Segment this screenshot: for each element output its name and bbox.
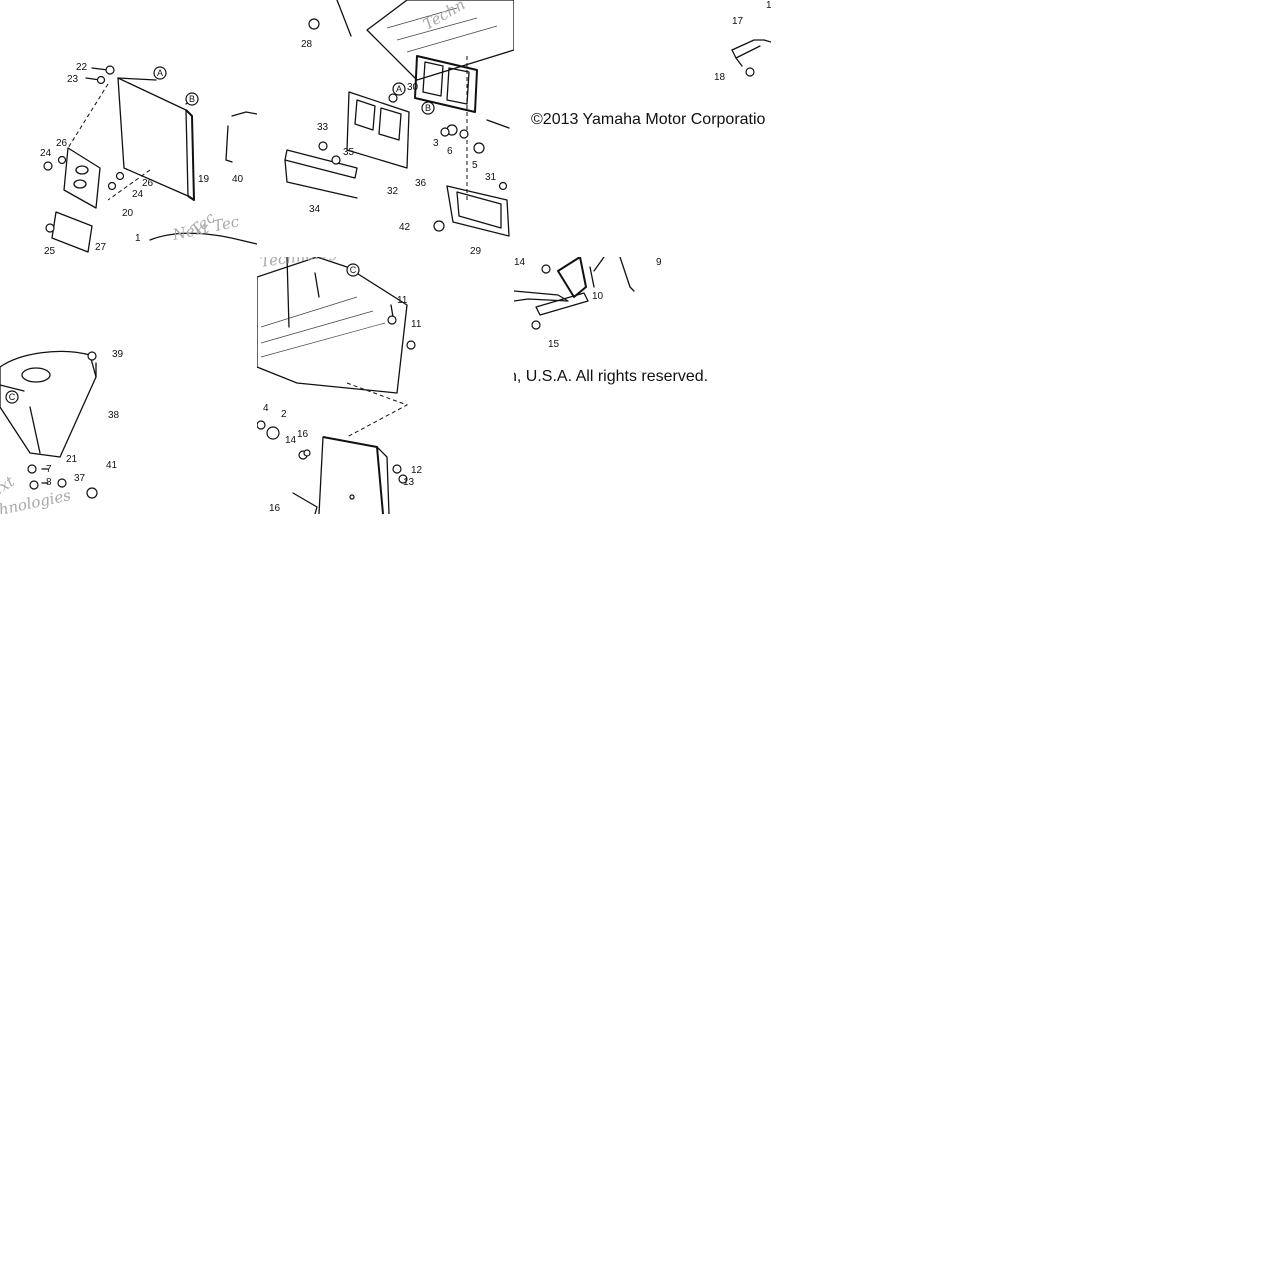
svg-text:21: 21 [66, 454, 78, 465]
svg-text:12: 12 [411, 465, 423, 476]
svg-text:22: 22 [76, 62, 88, 73]
copyright-text-line-2: n, U.S.A. All rights reserved. [514, 368, 709, 385]
svg-text:A: A [157, 68, 163, 78]
svg-text:ext: ext [0, 472, 18, 501]
svg-text:26: 26 [142, 178, 154, 189]
svg-text:9: 9 [656, 257, 662, 268]
svg-text:2: 2 [281, 409, 287, 420]
svg-text:18: 18 [714, 72, 726, 83]
copyright-text-line-1: ©2013 Yamaha Motor Corporatio [531, 111, 766, 128]
svg-text:6: 6 [447, 146, 453, 157]
diagram-tile-copyright: 17 18 1 ©2013 Yamaha Motor Corporatio [514, 0, 771, 257]
svg-text:15: 15 [548, 339, 560, 350]
svg-text:A: A [396, 84, 402, 94]
svg-text:C: C [350, 265, 357, 275]
svg-text:24: 24 [132, 189, 144, 200]
svg-text:4: 4 [263, 403, 269, 414]
svg-text:39: 39 [112, 349, 124, 360]
diagram-tile-side-bracket: 14 10 9 15 n, U.S.A. All rights reserved… [514, 257, 771, 514]
svg-text:14: 14 [285, 435, 297, 446]
svg-text:C: C [9, 392, 16, 402]
svg-text:30: 30 [407, 82, 419, 93]
svg-text:27: 27 [95, 242, 107, 253]
svg-text:Technologies: Technologies [259, 257, 360, 271]
svg-text:35: 35 [343, 147, 355, 158]
svg-text:3: 3 [433, 138, 439, 149]
svg-text:11: 11 [411, 319, 422, 330]
svg-text:36: 36 [415, 178, 427, 189]
svg-text:13: 13 [403, 477, 415, 488]
svg-text:34: 34 [309, 204, 321, 215]
svg-text:26: 26 [56, 138, 68, 149]
svg-text:16: 16 [269, 503, 281, 514]
svg-text:31: 31 [485, 172, 497, 183]
svg-text:7: 7 [46, 464, 52, 475]
svg-text:41: 41 [106, 460, 118, 471]
svg-text:25: 25 [44, 246, 56, 257]
svg-text:37: 37 [74, 473, 86, 484]
svg-text:23: 23 [67, 74, 79, 85]
svg-text:24: 24 [40, 148, 52, 159]
svg-text:17: 17 [732, 16, 744, 27]
svg-text:16: 16 [297, 429, 309, 440]
svg-text:38: 38 [108, 410, 120, 421]
svg-text:10: 10 [592, 291, 604, 302]
svg-text:Techn: Techn [420, 0, 468, 33]
svg-text:20: 20 [122, 208, 134, 219]
svg-text:B: B [189, 94, 195, 104]
svg-text:5: 5 [472, 160, 478, 171]
svg-text:42: 42 [399, 222, 411, 233]
svg-text:1: 1 [135, 233, 141, 244]
svg-text:8: 8 [46, 477, 52, 488]
svg-text:B: B [425, 103, 431, 113]
svg-text:32: 32 [387, 186, 399, 197]
svg-text:11: 11 [397, 295, 408, 306]
svg-text:1: 1 [766, 0, 771, 11]
svg-text:19: 19 [198, 174, 210, 185]
svg-text:28: 28 [301, 39, 313, 50]
svg-text:29: 29 [470, 246, 482, 257]
svg-text:14: 14 [514, 257, 526, 268]
svg-text:33: 33 [317, 122, 329, 133]
svg-text:40: 40 [232, 174, 244, 185]
